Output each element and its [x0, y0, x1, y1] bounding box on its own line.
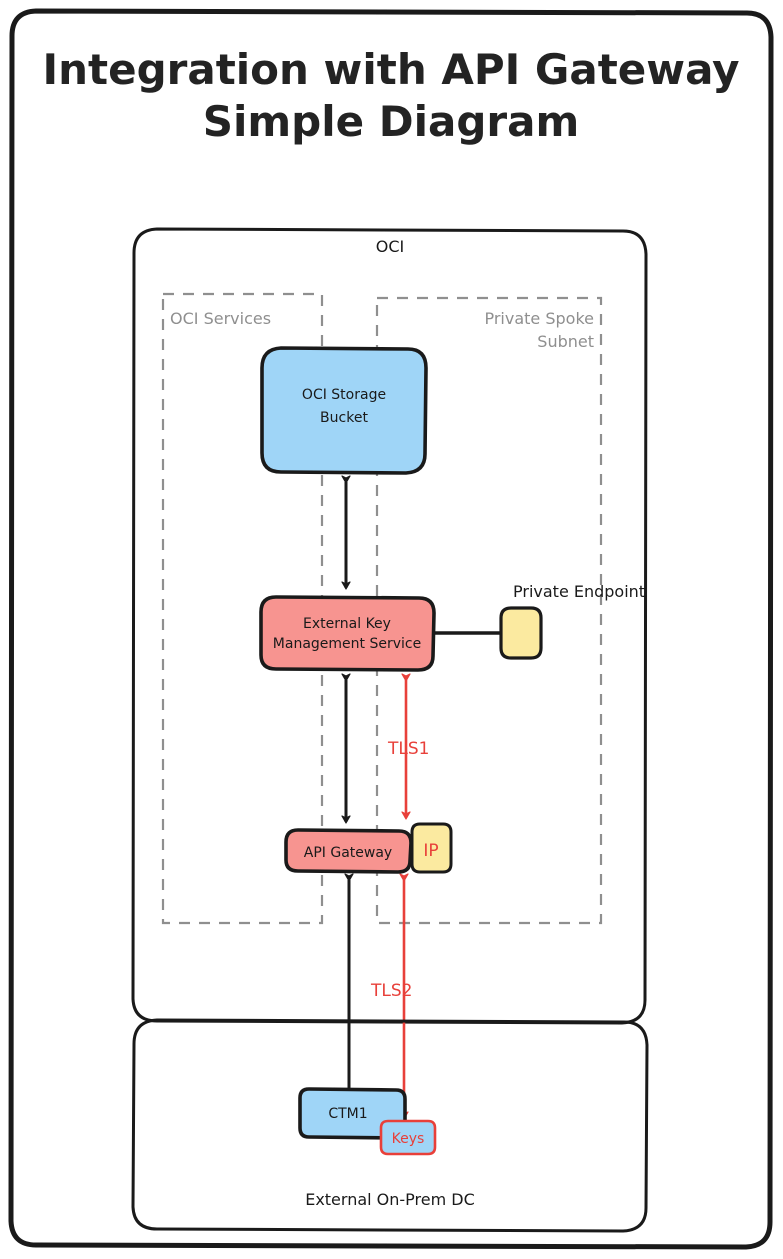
node-ip-badge[interactable]: IP: [410, 822, 453, 874]
node-storage-bucket[interactable]: OCI Storage Bucket: [260, 346, 428, 475]
node-ekms-label-line1: External Key: [303, 616, 391, 632]
node-private-endpoint[interactable]: Private Endpoint: [499, 582, 645, 660]
node-ekms-label-line2: Management Service: [273, 636, 421, 652]
container-on-prem-label: External On-Prem DC: [305, 1190, 475, 1209]
node-private-endpoint-shape: [499, 606, 543, 660]
node-ekms-shape: [259, 595, 436, 672]
node-keys-shape: [379, 1119, 437, 1156]
node-ip-badge-label: IP: [423, 841, 438, 861]
page-title-line2: Simple Diagram: [203, 97, 579, 146]
container-oci-label: OCI: [376, 237, 404, 256]
container-private-spoke-subnet-label-line2: Subnet: [537, 332, 594, 351]
node-storage-bucket-label-line1: OCI Storage: [302, 387, 386, 403]
node-ctm1-label: CTM1: [328, 1106, 367, 1122]
container-oci: [131, 227, 648, 1025]
node-api-gateway[interactable]: API Gateway: [284, 828, 413, 874]
container-private-spoke-subnet-label-line1: Private Spoke: [484, 309, 594, 328]
page-title-line1: Integration with API Gateway: [43, 45, 740, 94]
edge-tls2-label: TLS2: [370, 981, 412, 1001]
node-keys-label: Keys: [392, 1131, 425, 1147]
node-api-gateway-shape: [284, 828, 413, 874]
node-ctm1[interactable]: CTM1: [298, 1087, 407, 1140]
node-keys[interactable]: Keys: [379, 1119, 437, 1156]
container-oci-services: [161, 292, 324, 925]
node-private-endpoint-label: Private Endpoint: [513, 582, 645, 601]
container-oci-services-label: OCI Services: [170, 309, 271, 328]
edge-tls1-label: TLS1: [387, 739, 429, 759]
node-storage-bucket-shape: [260, 346, 428, 475]
node-ip-badge-shape: [410, 822, 453, 874]
node-api-gateway-label: API Gateway: [304, 845, 392, 861]
outer-frame: [8, 8, 774, 1250]
node-ekms[interactable]: External Key Management Service: [259, 595, 436, 672]
node-storage-bucket-label-line2: Bucket: [320, 410, 368, 426]
container-on-prem: [131, 1018, 649, 1233]
